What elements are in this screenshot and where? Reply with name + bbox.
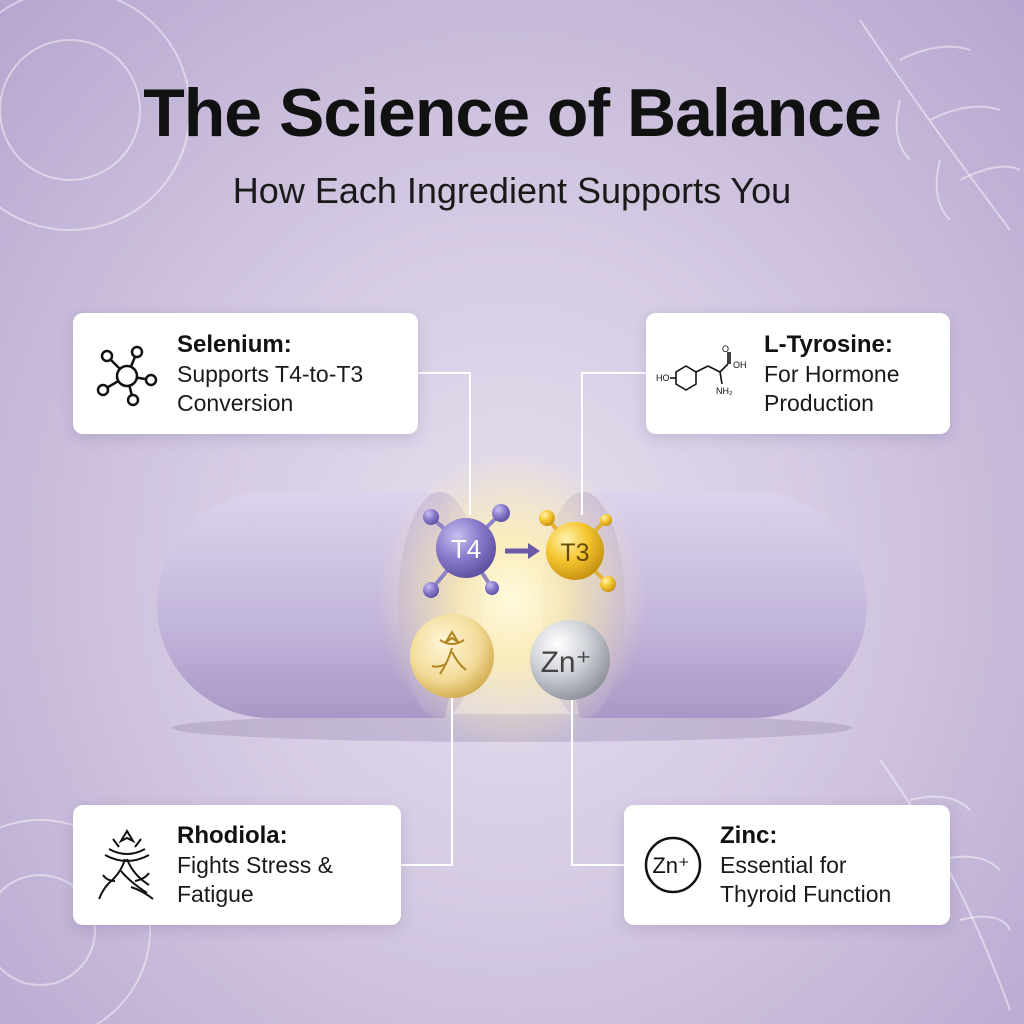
connector-zinc [571,690,624,866]
zinc-ion-icon: Zn⁺ [642,834,704,896]
ingredient-name: Selenium: [177,330,292,358]
rhodiola-sphere-icon [410,614,494,698]
ingredient-name: L-Tyrosine: [764,330,893,358]
zinc-sphere-label: Zn⁺ [541,646,592,679]
t3-label: T3 [560,539,589,567]
ingredient-card-rhodiola: Rhodiola: Fights Stress & Fatigue [73,805,401,925]
svg-text:NH₂: NH₂ [716,386,733,396]
connector-selenium [418,372,471,515]
ingredient-description: Fights Stress & Fatigue [177,852,333,907]
svg-text:Zn⁺: Zn⁺ [652,853,689,878]
t4-label: T4 [451,534,481,564]
svg-text:O: O [722,344,729,354]
ingredient-name: Rhodiola: [177,822,288,849]
ingredient-card-zinc: Zn⁺ Zinc: Essential for Thyroid Function [624,805,950,925]
rhodiola-root-icon [91,825,163,905]
cell-outline-bottom-left-icon [0,819,151,1024]
ingredient-card-tyrosine: HO O OH NH₂ L-Tyrosine: For Hormone Prod… [646,313,950,434]
cell-outline-top-left-icon [0,0,191,231]
connector-rhodiola [401,690,453,866]
t3-molecule-icon: T3 [539,510,616,592]
leaf-branch-top-right-icon [859,19,1011,231]
connector-tyrosine [581,372,646,515]
ingredient-name: Zinc: [720,822,778,849]
capsule-left-half [157,492,458,718]
page-title: The Science of Balance [143,75,882,151]
ingredient-description: Supports T4-to-T3 Conversion [177,360,364,416]
ingredient-description: Essential for Thyroid Function [720,852,892,907]
center-glow [377,450,647,750]
molecule-network-icon [93,340,161,408]
ingredient-card-selenium: Selenium: Supports T4-to-T3 Conversion [73,313,418,434]
tyrosine-structure-icon: HO O OH NH₂ [656,344,752,404]
svg-text:HO: HO [656,373,670,383]
ingredient-description: For Hormone Production [764,360,900,416]
conversion-arrow-icon [505,543,540,559]
page-subtitle: How Each Ingredient Supports You [232,170,792,211]
capsule-right-half [567,492,867,718]
svg-text:OH: OH [733,360,747,370]
t4-molecule-icon: T4 [423,504,510,598]
zinc-sphere-icon: Zn⁺ [530,620,610,700]
